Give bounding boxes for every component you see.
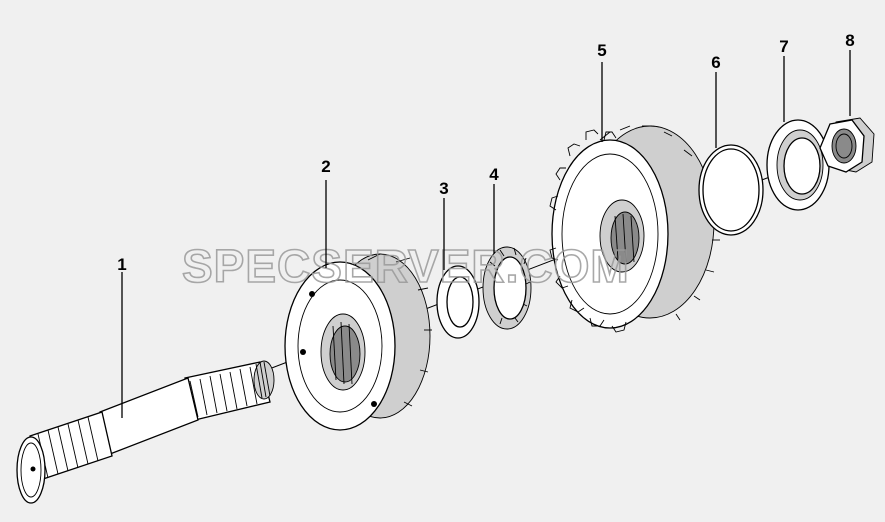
callout-1: 1: [117, 255, 126, 274]
callout-5: 5: [597, 41, 606, 60]
callout-8: 8: [845, 31, 854, 50]
part-1-splined-shaft: [16, 360, 275, 504]
part-8-nut: [819, 117, 875, 173]
part-5-gear: [549, 125, 720, 333]
part-7-thrust-washer: [766, 119, 830, 211]
callout-7: 7: [779, 37, 788, 56]
callout-3: 3: [439, 179, 448, 198]
part-3-ring: [436, 265, 480, 339]
part-4-synchronizer-ring: [482, 246, 532, 330]
part-2-synchronizer-hub: [284, 253, 432, 431]
callout-6: 6: [711, 53, 720, 72]
watermark: SPECSERVER.COM: [182, 240, 630, 292]
callout-4: 4: [489, 165, 499, 184]
callout-2: 2: [321, 157, 330, 176]
part-6-snap-ring: [698, 144, 764, 236]
